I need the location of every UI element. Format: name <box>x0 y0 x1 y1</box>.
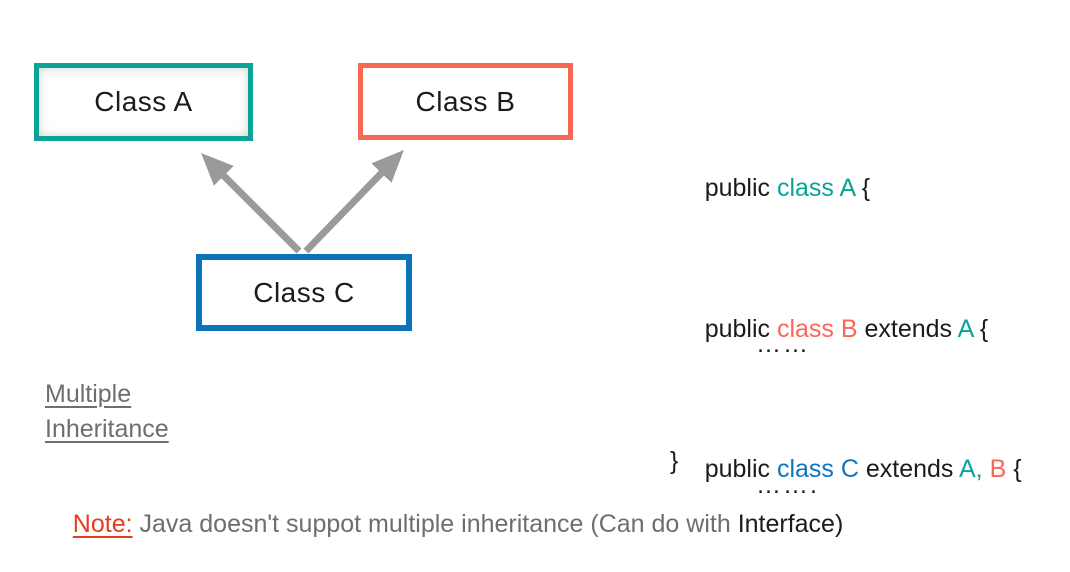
note-interface-word: Interface) <box>737 510 844 538</box>
code-parent-a: A, <box>959 455 983 483</box>
caption-line-1: Multiple <box>45 380 132 408</box>
code-block-class-a: public class A { …… } <box>663 52 870 559</box>
code-brace: { <box>854 174 871 202</box>
code-block-class-c: public class C extends A, B { ……. } <box>663 333 1022 572</box>
note-body: Java doesn't suppot multiple inheritance… <box>132 510 738 538</box>
code-line-class-a-decl: public class A { <box>663 130 870 247</box>
note-label: Note: <box>72 510 133 538</box>
caption-line-2: Inheritance <box>45 415 169 443</box>
arrow-class-c-to-class-a <box>201 153 302 254</box>
code-keyword: public <box>704 315 777 343</box>
class-c-box: Class C <box>196 254 412 331</box>
code-keyword: public <box>704 174 777 202</box>
code-keyword: public <box>704 455 777 483</box>
note-text: Note: Java doesn't suppot multiple inher… <box>45 481 844 568</box>
code-extends-keyword: extends <box>858 455 959 483</box>
class-a-box: Class A <box>34 63 253 141</box>
class-b-box: Class B <box>358 63 573 140</box>
code-body-dots: …… <box>756 330 810 358</box>
code-parent-a: A <box>957 315 973 343</box>
code-brace: { <box>972 315 989 343</box>
code-body-dots: ……. <box>756 471 819 499</box>
class-c-label: Class C <box>253 276 355 308</box>
code-brace: { <box>1006 455 1022 483</box>
code-class-b: class B <box>776 315 858 343</box>
code-line-class-b-decl: public class B extends A { <box>663 271 989 388</box>
multiple-inheritance-caption: Multiple Inheritance <box>45 377 169 447</box>
class-a-label: Class A <box>94 86 193 117</box>
code-closing-brace: } <box>663 447 679 475</box>
arrow-class-c-to-class-b <box>303 149 404 254</box>
code-block-class-b: public class B extends A { ……. } <box>663 193 989 572</box>
code-class-a: class A <box>776 174 855 202</box>
code-parent-b: B <box>982 455 1007 483</box>
code-line-class-c-decl: public class C extends A, B { <box>663 411 1022 528</box>
code-extends-keyword: extends <box>857 315 958 343</box>
code-class-c: class C <box>776 455 859 483</box>
class-b-label: Class B <box>415 85 516 117</box>
